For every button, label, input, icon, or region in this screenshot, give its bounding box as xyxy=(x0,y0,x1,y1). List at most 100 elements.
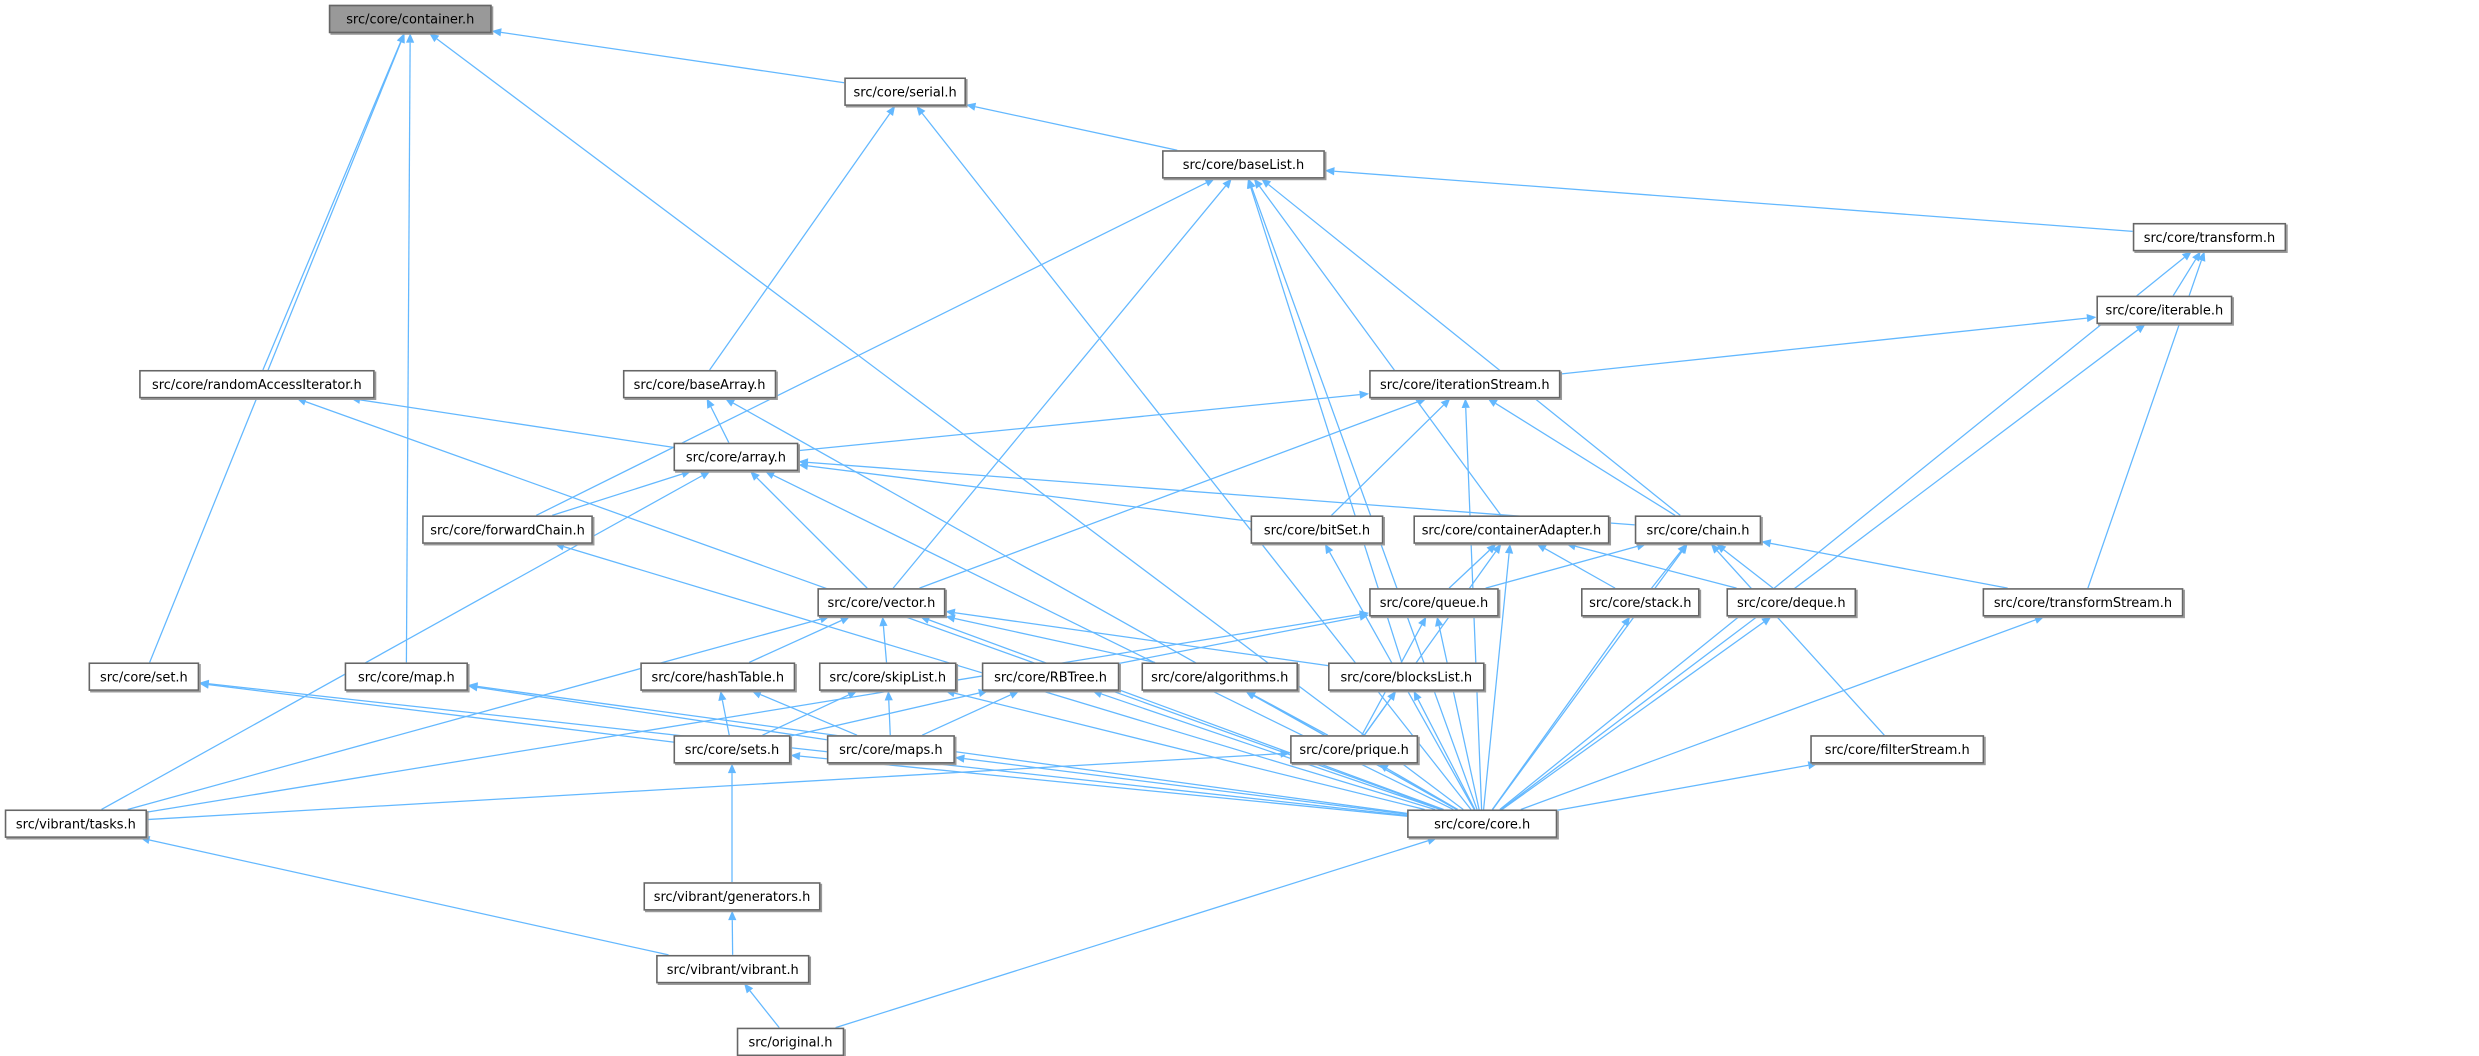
graph-node-baseArray[interactable]: src/core/baseArray.h xyxy=(623,370,776,398)
edge-core-to-deque xyxy=(1502,622,1764,809)
edge-array-to-randomAccessIterator xyxy=(360,400,673,448)
graph-node-blocksList[interactable]: src/core/blocksList.h xyxy=(1328,662,1485,690)
edge-containerAdapter-to-baseList xyxy=(1260,186,1501,515)
edge-core-to-maps xyxy=(964,759,1407,815)
edge-hashTable-to-vector xyxy=(749,621,841,663)
graph-node-transformStream[interactable]: src/core/transformStream.h xyxy=(1983,588,2184,616)
graph-node-sets[interactable]: src/core/sets.h xyxy=(674,735,791,763)
edge-vector-to-baseList xyxy=(893,186,1225,588)
arrowhead-icon xyxy=(2182,251,2192,260)
edge-blocksList-to-vector xyxy=(955,613,1328,666)
edge-tasks-to-vector xyxy=(128,619,821,809)
graph-node-prique[interactable]: src/core/prique.h xyxy=(1290,735,1418,763)
edge-serial-to-container xyxy=(501,32,844,82)
edge-vector-to-iterationStream xyxy=(919,402,1417,588)
graph-node-forwardChain[interactable]: src/core/forwardChain.h xyxy=(422,515,593,543)
graph-node-vibrant[interactable]: src/vibrant/vibrant.h xyxy=(656,955,809,983)
graph-node-deque[interactable]: src/core/deque.h xyxy=(1726,588,1856,616)
graph-node-iterationStream[interactable]: src/core/iterationStream.h xyxy=(1369,370,1560,398)
edge-chain-to-iterationStream xyxy=(1496,403,1676,515)
edge-sets-to-set xyxy=(209,685,674,742)
edge-iterationStream-to-iterable xyxy=(1560,318,2087,374)
arrowhead-icon xyxy=(2087,314,2097,322)
arrowhead-icon xyxy=(1435,617,1443,627)
arrowhead-icon xyxy=(1462,398,1470,408)
graph-node-hashTable[interactable]: src/core/hashTable.h xyxy=(640,662,795,690)
edge-baseArray-to-serial xyxy=(710,114,890,370)
graph-node-map[interactable]: src/core/map.h xyxy=(345,662,468,690)
edge-chain-to-baseList xyxy=(1269,185,1681,516)
graph-node-original[interactable]: src/original.h xyxy=(737,1028,845,1056)
arrowhead-icon xyxy=(885,691,893,701)
graph-node-generators[interactable]: src/vibrant/generators.h xyxy=(643,882,820,910)
graph-node-filterStream[interactable]: src/core/filterStream.h xyxy=(1810,735,1984,763)
arrowhead-icon xyxy=(1325,167,1335,175)
graph-node-skipList[interactable]: src/core/skipList.h xyxy=(819,662,957,690)
edge-vibrant-to-tasks xyxy=(149,840,668,955)
graph-node-serial[interactable]: src/core/serial.h xyxy=(844,77,966,105)
arrowhead-icon xyxy=(1761,539,1771,547)
graph-node-RBTree[interactable]: src/core/RBTree.h xyxy=(982,662,1120,690)
arrowhead-icon xyxy=(886,106,895,116)
arrowhead-icon xyxy=(718,691,726,701)
graph-node-tasks[interactable]: src/vibrant/tasks.h xyxy=(5,809,147,837)
arrowhead-icon xyxy=(2034,616,2044,624)
arrowhead-icon xyxy=(2135,324,2145,333)
edge-bitSet-to-iterationStream xyxy=(1331,405,1443,515)
arrowhead-icon xyxy=(955,755,965,763)
graph-node-randomAccessIterator[interactable]: src/core/randomAccessIterator.h xyxy=(139,370,375,398)
graph-node-array[interactable]: src/core/array.h xyxy=(674,443,799,471)
edge-forwardChain-to-baseList xyxy=(536,183,1206,516)
edge-forwardChain-to-array xyxy=(552,474,682,515)
arrowhead-icon xyxy=(1416,398,1426,406)
edge-original-to-vibrant xyxy=(750,991,779,1028)
edge-transformStream-to-chain xyxy=(1771,543,2008,588)
graph-node-containerAdapter[interactable]: src/core/containerAdapter.h xyxy=(1413,515,1609,543)
arrowhead-icon xyxy=(728,764,736,773)
edge-original-to-core xyxy=(836,841,1428,1028)
graph-node-algorithms[interactable]: src/core/algorithms.h xyxy=(1141,662,1298,690)
arrowhead-icon xyxy=(966,103,976,111)
arrowhead-icon xyxy=(1488,398,1498,407)
arrowhead-icon xyxy=(1761,617,1771,626)
arrowhead-icon xyxy=(1359,391,1369,399)
arrowhead-icon xyxy=(429,33,439,42)
edge-sets-to-RBTree xyxy=(791,693,979,736)
arrowhead-icon xyxy=(406,33,414,43)
arrowhead-icon xyxy=(1505,544,1513,554)
edge-baseList-to-serial xyxy=(975,107,1177,150)
graph-node-iterable[interactable]: src/core/iterable.h xyxy=(2096,296,2232,324)
edge-array-to-baseArray xyxy=(711,407,729,443)
arrowhead-icon xyxy=(1427,837,1437,845)
arrowhead-icon xyxy=(879,617,887,627)
edge-iterable-to-transform xyxy=(2173,259,2195,295)
graph-node-vector[interactable]: src/core/vector.h xyxy=(817,588,945,616)
graph-edges xyxy=(0,0,2479,990)
graph-node-queue[interactable]: src/core/queue.h xyxy=(1369,588,1499,616)
graph-node-core[interactable]: src/core/core.h xyxy=(1407,809,1557,837)
arrowhead-icon xyxy=(916,106,925,116)
graph-node-set[interactable]: src/core/set.h xyxy=(89,662,200,690)
arrowhead-icon xyxy=(2192,251,2200,261)
edge-core-to-transformStream xyxy=(1521,620,2036,810)
edge-core-to-set xyxy=(209,684,1407,816)
edge-core-to-filterStream xyxy=(1557,765,1808,810)
graph-node-transform[interactable]: src/core/transform.h xyxy=(2133,223,2286,251)
edge-core-to-stack xyxy=(1492,624,1624,809)
arrowhead-icon xyxy=(1537,544,1547,552)
graph-node-chain[interactable]: src/core/chain.h xyxy=(1635,515,1761,543)
arrowhead-icon xyxy=(728,911,736,921)
arrowhead-icon xyxy=(1325,544,1333,554)
arrowhead-icon xyxy=(1254,179,1263,189)
graph-node-container: src/core/container.h xyxy=(329,5,492,33)
graph-node-bitSet[interactable]: src/core/bitSet.h xyxy=(1251,515,1384,543)
arrowhead-icon xyxy=(1621,617,1630,627)
arrowhead-icon xyxy=(700,471,710,479)
graph-node-stack[interactable]: src/core/stack.h xyxy=(1581,588,1700,616)
graph-node-baseList[interactable]: src/core/baseList.h xyxy=(1162,150,1325,178)
edge-maps-to-skipList xyxy=(889,700,891,735)
edge-map-to-container xyxy=(406,43,410,663)
edge-randomAccessIterator-to-container xyxy=(263,42,401,370)
edge-core-to-sets xyxy=(800,756,1407,816)
graph-node-maps[interactable]: src/core/maps.h xyxy=(827,735,955,763)
